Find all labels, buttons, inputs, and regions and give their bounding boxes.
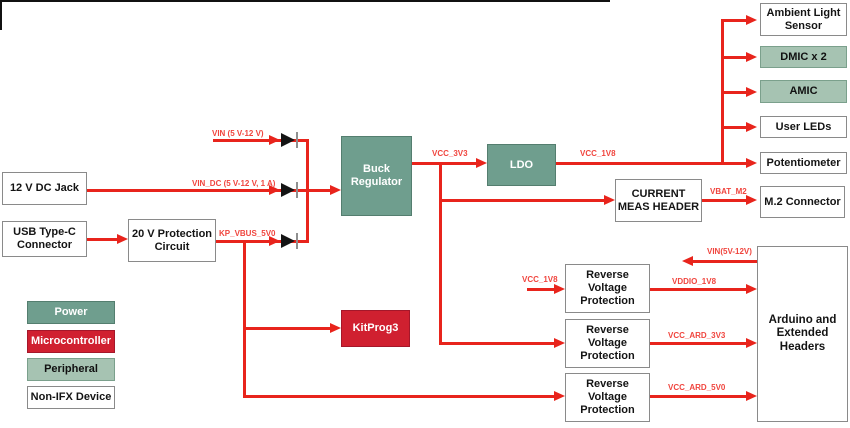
wire-buck-input [306, 189, 332, 192]
wire-to-user-leds [721, 126, 749, 129]
block-reverse-voltage-protection-2: Reverse Voltage Protection [565, 319, 650, 368]
wire-usbc-protection [87, 238, 119, 241]
wire-vcc-ard-3v3 [650, 342, 749, 345]
block-20v-protection: 20 V Protection Circuit [128, 219, 216, 262]
block-ldo: LDO [487, 144, 556, 186]
block-kitprog3: KitProg3 [341, 310, 410, 347]
arrowhead-rvp1 [554, 284, 565, 294]
wire-to-current-meas [439, 199, 607, 202]
block-arduino-headers: Arduino and Extended Headers [757, 246, 848, 422]
diode-icon [281, 234, 295, 248]
block-dmic: DMIC x 2 [760, 46, 847, 68]
wire-vbat-m2 [702, 199, 749, 202]
wire-3v3-branch [439, 162, 442, 345]
block-user-leds: User LEDs [760, 116, 847, 138]
arrowhead-amic [746, 87, 757, 97]
block-potentiometer: Potentiometer [760, 152, 847, 174]
wire-vddio-1v8 [650, 288, 749, 291]
image-left-border [0, 0, 2, 30]
diode-icon [281, 133, 295, 147]
wire-to-ambient [721, 19, 749, 22]
wire-kp-vbus [216, 240, 309, 243]
arrowhead-vddio [746, 284, 757, 294]
diode-icon [281, 183, 295, 197]
block-reverse-voltage-protection-3: Reverse Voltage Protection [565, 373, 650, 422]
net-label-vcc-ard-5v0: VCC_ARD_5V0 [668, 383, 726, 392]
wire-kp-branch [243, 240, 246, 398]
arrowhead-rvp3 [554, 391, 565, 401]
arrowhead-vin [269, 135, 280, 145]
net-label-vcc-3v3: VCC_3V3 [432, 149, 468, 158]
arrowhead-user-leds [746, 122, 757, 132]
arrowhead-dmic [746, 52, 757, 62]
net-label-vcc-1v8: VCC_1V8 [580, 149, 616, 158]
wire-vcc-1v8 [556, 162, 749, 165]
wire-to-kitprog [243, 327, 333, 330]
block-m2-connector: M.2 Connector [760, 186, 845, 218]
block-12v-dc-jack: 12 V DC Jack [2, 172, 87, 205]
diode-cathode-bar [296, 233, 298, 249]
net-label-vin: VIN (5 V-12 V) [212, 129, 264, 138]
block-usb-type-c: USB Type-C Connector [2, 221, 87, 257]
net-label-vddio-1v8: VDDIO_1V8 [672, 277, 717, 286]
block-buck-regulator: Buck Regulator [341, 136, 412, 216]
arrowhead-m2 [746, 195, 757, 205]
arrowhead-vin-dc [269, 185, 280, 195]
wire-vin-dc [87, 189, 309, 192]
net-label-vin-dc: VIN_DC (5 V-12 V, 1 A) [192, 179, 276, 188]
net-label-vcc-ard-3v3: VCC_ARD_3V3 [668, 331, 726, 340]
wire-to-rvp2 [439, 342, 557, 345]
net-label-vbat-m2: VBAT_M2 [710, 187, 747, 196]
wire-vcc-3v3 [412, 162, 478, 165]
legend-microcontroller: Microcontroller [27, 330, 115, 353]
block-current-meas-header: CURRENT MEAS HEADER [615, 179, 702, 222]
arrowhead-rvp2 [554, 338, 565, 348]
image-top-border [0, 0, 610, 2]
wire-to-amic [721, 91, 749, 94]
legend-power: Power [27, 301, 115, 324]
arrowhead-buck-input [330, 185, 341, 195]
net-label-vcc-1v8-stub: VCC_1V8 [522, 275, 558, 284]
arrowhead-usbc-protection [117, 234, 128, 244]
wire-vin-return [690, 260, 757, 263]
wire-vin [213, 139, 309, 142]
arrowhead-ard-3v3 [746, 338, 757, 348]
arrowhead-potentiometer [746, 158, 757, 168]
wire-vcc1v8-stub [527, 288, 557, 291]
legend-non-ifx-device: Non-IFX Device [27, 386, 115, 409]
net-label-vin-return: VIN(5V-12V) [707, 247, 752, 256]
wire-to-rvp3 [243, 395, 557, 398]
block-ambient-light-sensor: Ambient Light Sensor [760, 3, 847, 36]
arrowhead-ambient [746, 15, 757, 25]
arrowhead-kitprog [330, 323, 341, 333]
wire-vcc-ard-5v0 [650, 395, 749, 398]
arrowhead-current-meas [604, 195, 615, 205]
diode-cathode-bar [296, 182, 298, 198]
diode-cathode-bar [296, 132, 298, 148]
block-amic: AMIC [760, 80, 847, 103]
block-reverse-voltage-protection-1: Reverse Voltage Protection [565, 264, 650, 313]
arrowhead-ard-5v0 [746, 391, 757, 401]
arrowhead-kp-vbus [269, 236, 280, 246]
wire-to-dmic [721, 56, 749, 59]
arrowhead-ldo-input [476, 158, 487, 168]
net-label-kp-vbus: KP_VBUS_5V0 [219, 229, 276, 238]
arrowhead-vin-return [682, 256, 693, 266]
legend-peripheral: Peripheral [27, 358, 115, 381]
